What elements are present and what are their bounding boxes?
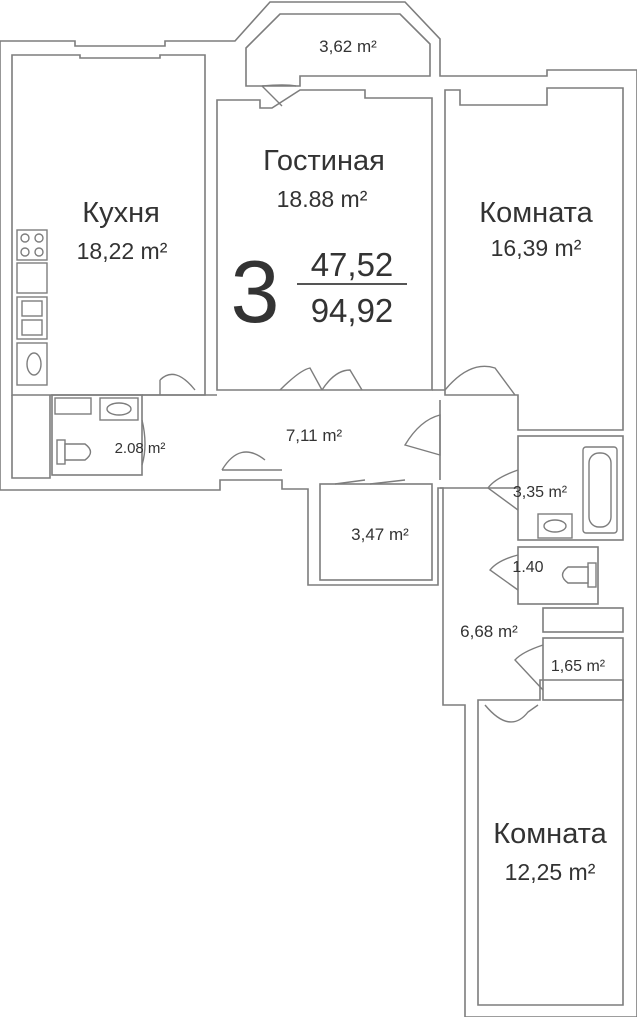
storage-outline bbox=[542, 637, 624, 701]
shelf-icon bbox=[54, 397, 92, 415]
doors bbox=[141, 84, 544, 723]
stove-icon bbox=[16, 229, 48, 261]
shelf-outline bbox=[542, 607, 624, 633]
burner-icon bbox=[34, 233, 44, 243]
kitchen-area: 18,22 m² bbox=[77, 238, 168, 264]
living-name: Гостиная bbox=[263, 145, 385, 177]
door-storage-icon bbox=[514, 644, 544, 691]
room1-name: Комната bbox=[479, 197, 593, 229]
total-area: 94,92 bbox=[311, 292, 394, 329]
door-kitchen-icon bbox=[159, 373, 196, 395]
door-balcony-icon bbox=[261, 84, 297, 107]
bath-wc-area: 2.08 m² bbox=[115, 440, 166, 457]
door-bathroom-icon bbox=[487, 469, 519, 511]
living-room-outline bbox=[216, 89, 433, 391]
storage-area: 1,65 m² bbox=[551, 658, 606, 675]
bathtub-inner-icon bbox=[588, 452, 612, 528]
balcony-area: 3,62 m² bbox=[319, 37, 377, 56]
kitchen-room-outline bbox=[11, 395, 51, 479]
living-area-total: 47,52 bbox=[311, 246, 394, 283]
door-living-right-icon bbox=[321, 369, 363, 391]
burner-icon bbox=[34, 247, 44, 257]
wc-area: 1.40 bbox=[512, 559, 543, 576]
sink-basin-icon bbox=[21, 319, 43, 336]
door-room1-icon bbox=[444, 365, 516, 396]
hall-outline bbox=[142, 389, 518, 489]
wc-bowl-icon bbox=[561, 566, 589, 584]
sink-basin-icon bbox=[21, 300, 43, 317]
corridor-area: 6,68 m² bbox=[460, 622, 518, 641]
bath-wc-outline bbox=[51, 394, 143, 476]
rooms-count: 3 bbox=[231, 242, 280, 341]
room2-name: Комната bbox=[493, 818, 607, 850]
room1-outline bbox=[444, 87, 624, 431]
door-closet-icon bbox=[334, 479, 406, 485]
door-living-left-icon bbox=[279, 367, 323, 391]
closet-area: 3,47 m² bbox=[351, 525, 409, 544]
hall-area: 7,11 m² bbox=[286, 426, 343, 445]
wc-tank-icon bbox=[587, 562, 597, 588]
room2-area: 12,25 m² bbox=[505, 859, 596, 885]
door-wc-icon bbox=[488, 554, 519, 591]
door-bathwc-icon bbox=[141, 419, 146, 466]
living-area: 18.88 m² bbox=[277, 186, 368, 212]
wc-outline bbox=[517, 546, 599, 605]
door-entry-icon bbox=[221, 451, 266, 471]
washer-drum-icon bbox=[26, 352, 42, 376]
room1-area: 16,39 m² bbox=[491, 235, 582, 261]
bathroom-area: 3,35 m² bbox=[513, 484, 568, 501]
room-labels: 3,62 m² Гостиная 18.88 m² Кухня 18,22 m²… bbox=[77, 37, 608, 885]
door-room2-icon bbox=[484, 704, 539, 723]
bathroom-sink-bowl-icon bbox=[543, 519, 567, 533]
toilet-tank-icon bbox=[56, 439, 66, 465]
burner-icon bbox=[20, 247, 30, 257]
door-hall-icon bbox=[403, 414, 441, 456]
fixtures bbox=[16, 229, 618, 588]
toilet-bowl-icon bbox=[64, 443, 92, 461]
burner-icon bbox=[20, 233, 30, 243]
washbasin-bowl-icon bbox=[106, 402, 132, 416]
kitchen-name: Кухня bbox=[82, 197, 160, 229]
counter-icon bbox=[16, 262, 48, 294]
